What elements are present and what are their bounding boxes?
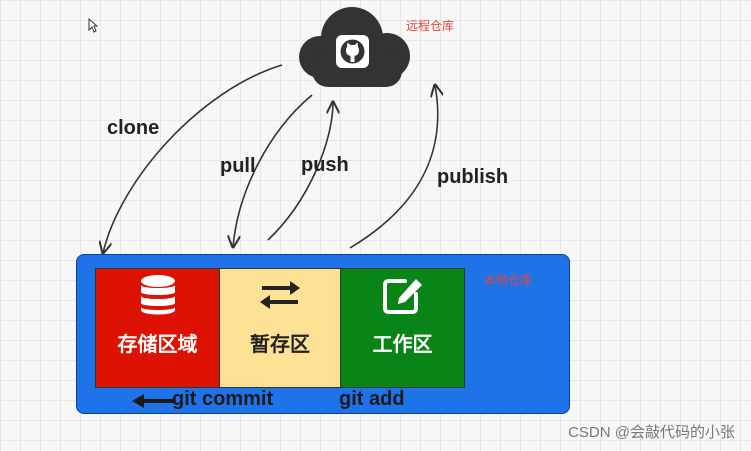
pull-arrow (233, 94, 313, 247)
clone-arrow (103, 64, 283, 253)
local-repository-label: 本地仓库 (484, 273, 533, 287)
publish-label: publish (437, 166, 509, 188)
commit-arrow-icon (132, 393, 174, 414)
watermark: CSDN @会敲代码的小张 (568, 424, 735, 441)
mouse-cursor-icon (88, 17, 99, 38)
publish-arrow (349, 85, 438, 249)
database-icon (138, 273, 178, 317)
push-label: push (301, 154, 349, 176)
repository-zone: 存储区域 (95, 268, 220, 388)
repository-zone-label: 存储区域 (117, 334, 198, 356)
working-zone: 工作区 (340, 268, 465, 388)
git-add-label: git add (339, 388, 405, 410)
staging-zone-label: 暂存区 (250, 334, 310, 356)
staging-zone: 暂存区 (219, 268, 341, 388)
push-arrow (267, 102, 333, 241)
clone-label: clone (107, 117, 160, 139)
edit-icon (381, 273, 425, 317)
git-commit-label: git commit (172, 388, 274, 410)
remote-repository-label: 远程仓库 (406, 19, 455, 33)
github-icon (336, 35, 369, 68)
pull-label: pull (220, 155, 256, 177)
working-zone-label: 工作区 (372, 334, 433, 356)
swap-arrows-icon (258, 273, 302, 317)
remote-repository-cloud (292, 4, 416, 95)
